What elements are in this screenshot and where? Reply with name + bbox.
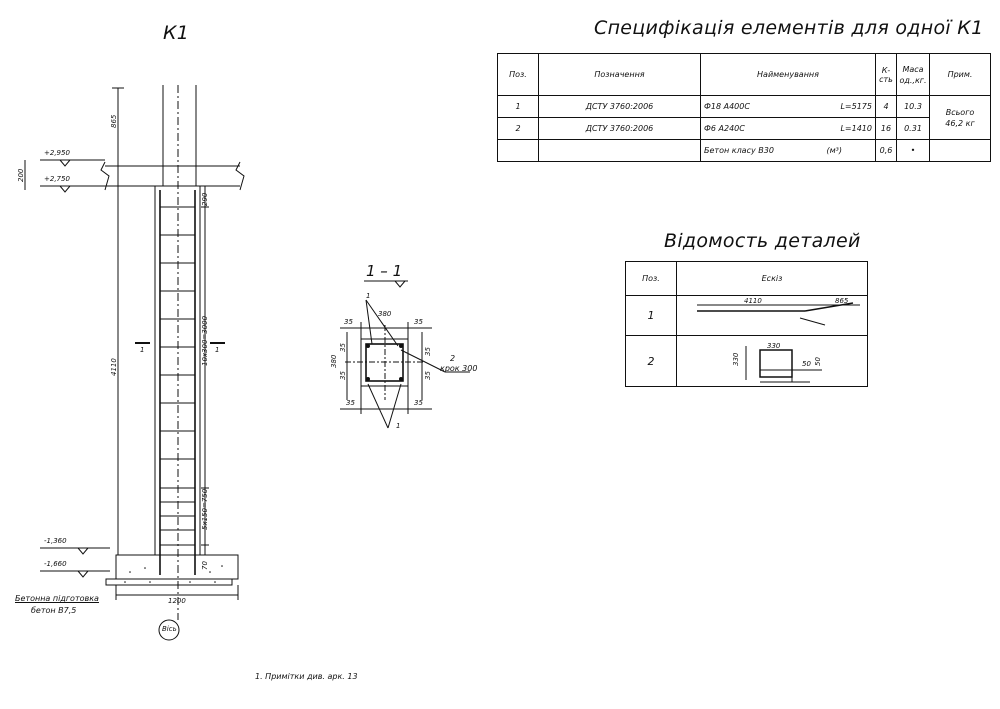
- concrete-label: Бетонна підготовка: [15, 594, 99, 603]
- section-dim: 380: [378, 310, 392, 318]
- dim-label: 10х300=3000: [201, 315, 209, 366]
- cell-designation: ДСТУ 3760:2006: [538, 117, 701, 140]
- detail-dim: 865: [835, 297, 849, 305]
- callout-label: 1: [366, 292, 371, 300]
- rebar-length: L=1410: [840, 124, 872, 133]
- cell-pos: 2: [497, 117, 539, 140]
- cell-count: 0,6: [875, 139, 897, 162]
- section-mark: 1: [215, 346, 220, 354]
- details-header-row: Поз. Ескіз: [625, 261, 868, 296]
- cell-mass: 0.31: [896, 117, 930, 140]
- section-dim: 35: [424, 347, 432, 356]
- detail-dim: 50: [814, 357, 822, 366]
- cell-count: 4: [875, 95, 897, 118]
- section-dim: 35: [346, 399, 355, 407]
- footnote: 1. Примітки див. арк. 13: [255, 672, 358, 681]
- cell-designation: ДСТУ 3760:2006: [538, 95, 701, 118]
- dim-label: 1200: [168, 597, 186, 605]
- table-row: Бетон класу В30 (м³) 0,6 •: [497, 139, 991, 162]
- dim-label: 200: [17, 168, 25, 182]
- section-dim: 35: [414, 318, 423, 326]
- cell-mass: 10.3: [896, 95, 930, 118]
- cell-name: Ф6 А240С L=1410: [700, 117, 876, 140]
- callout-label: 2: [450, 354, 456, 363]
- spec-header-row: Поз. Позначення Найменування К-сть Маса …: [497, 53, 991, 96]
- note-line: 46,2 кг: [945, 118, 975, 128]
- section-dim: 35: [339, 371, 347, 380]
- detail-dim: 50: [802, 360, 811, 368]
- section-dim: 35: [339, 343, 347, 352]
- rebar-length: L=5175: [840, 102, 872, 111]
- section-dim: 380: [330, 354, 338, 368]
- detail-dim: 330: [732, 352, 740, 366]
- header-cell: Поз.: [625, 261, 677, 296]
- section-dim: 35: [414, 399, 423, 407]
- cell-sketch: [676, 335, 868, 387]
- cell-note: [929, 139, 991, 162]
- detail-dim: 330: [767, 342, 781, 350]
- step-label: крок 300: [440, 364, 478, 373]
- note-line: Всього: [945, 107, 975, 117]
- elevation-label: -1,660: [44, 560, 67, 568]
- section-mark: 1: [140, 346, 145, 354]
- table-row: 2 ДСТУ 3760:2006 Ф6 А240С L=1410 16 0.31: [497, 117, 991, 140]
- concrete-name: Бетон класу В30: [704, 146, 774, 155]
- cell-pos: 1: [625, 295, 677, 336]
- section-dim: 35: [344, 318, 353, 326]
- axis-label: Вісь: [162, 625, 177, 633]
- details-title: Відомость деталей: [664, 230, 861, 252]
- section-dim: 35: [424, 371, 432, 380]
- dim-label: 4110: [110, 358, 118, 376]
- cell-note: Всього 46,2 кг: [929, 95, 991, 140]
- cell-pos: [497, 139, 539, 162]
- concrete-unit: (м³): [826, 146, 842, 155]
- details-table: Поз. Ескіз 1 2: [625, 261, 868, 387]
- table-row: 1 ДСТУ 3760:2006 Ф18 А400С L=5175 4 10.3…: [497, 95, 991, 140]
- rebar-name: Ф18 А400С: [704, 102, 750, 111]
- callout-label: 1: [396, 422, 401, 430]
- cell-pos: 2: [625, 335, 677, 387]
- dim-label: 290: [201, 192, 209, 206]
- spec-title: Специфікація елементів для одної К1: [594, 17, 984, 39]
- header-cell: Найменування: [700, 53, 876, 96]
- cell-designation: [538, 139, 701, 162]
- spec-table: Поз. Позначення Найменування К-сть Маса …: [497, 53, 991, 162]
- drawing-title: К1: [163, 22, 190, 44]
- header-cell: Маса од.,кг.: [896, 53, 930, 96]
- dim-label: 70: [201, 561, 209, 570]
- elevation-label: +2,950: [44, 149, 70, 157]
- cell-pos: 1: [497, 95, 539, 118]
- detail-dim: 4110: [744, 297, 762, 305]
- cell-name: Бетон класу В30 (м³): [700, 139, 876, 162]
- elevation-label: +2,750: [44, 175, 70, 183]
- mass-header-line: од.,кг.: [899, 75, 927, 85]
- header-cell: Позначення: [538, 53, 701, 96]
- dim-label: 5х150=750: [201, 488, 209, 530]
- header-cell: Поз.: [497, 53, 539, 96]
- table-row: 2: [625, 335, 868, 387]
- elevation-label: -1,360: [44, 537, 67, 545]
- dim-label: 865: [110, 114, 118, 128]
- cell-mass: •: [896, 139, 930, 162]
- concrete-label: бетон В7,5: [31, 606, 77, 615]
- cell-count: 16: [875, 117, 897, 140]
- mass-header-line: Маса: [902, 64, 924, 74]
- rebar-name: Ф6 А240С: [704, 124, 745, 133]
- header-cell: Прим.: [929, 53, 991, 96]
- cell-name: Ф18 А400С L=5175: [700, 95, 876, 118]
- header-cell: К-сть: [875, 53, 897, 96]
- header-cell: Ескіз: [676, 261, 868, 296]
- section-title: 1 – 1: [366, 262, 403, 280]
